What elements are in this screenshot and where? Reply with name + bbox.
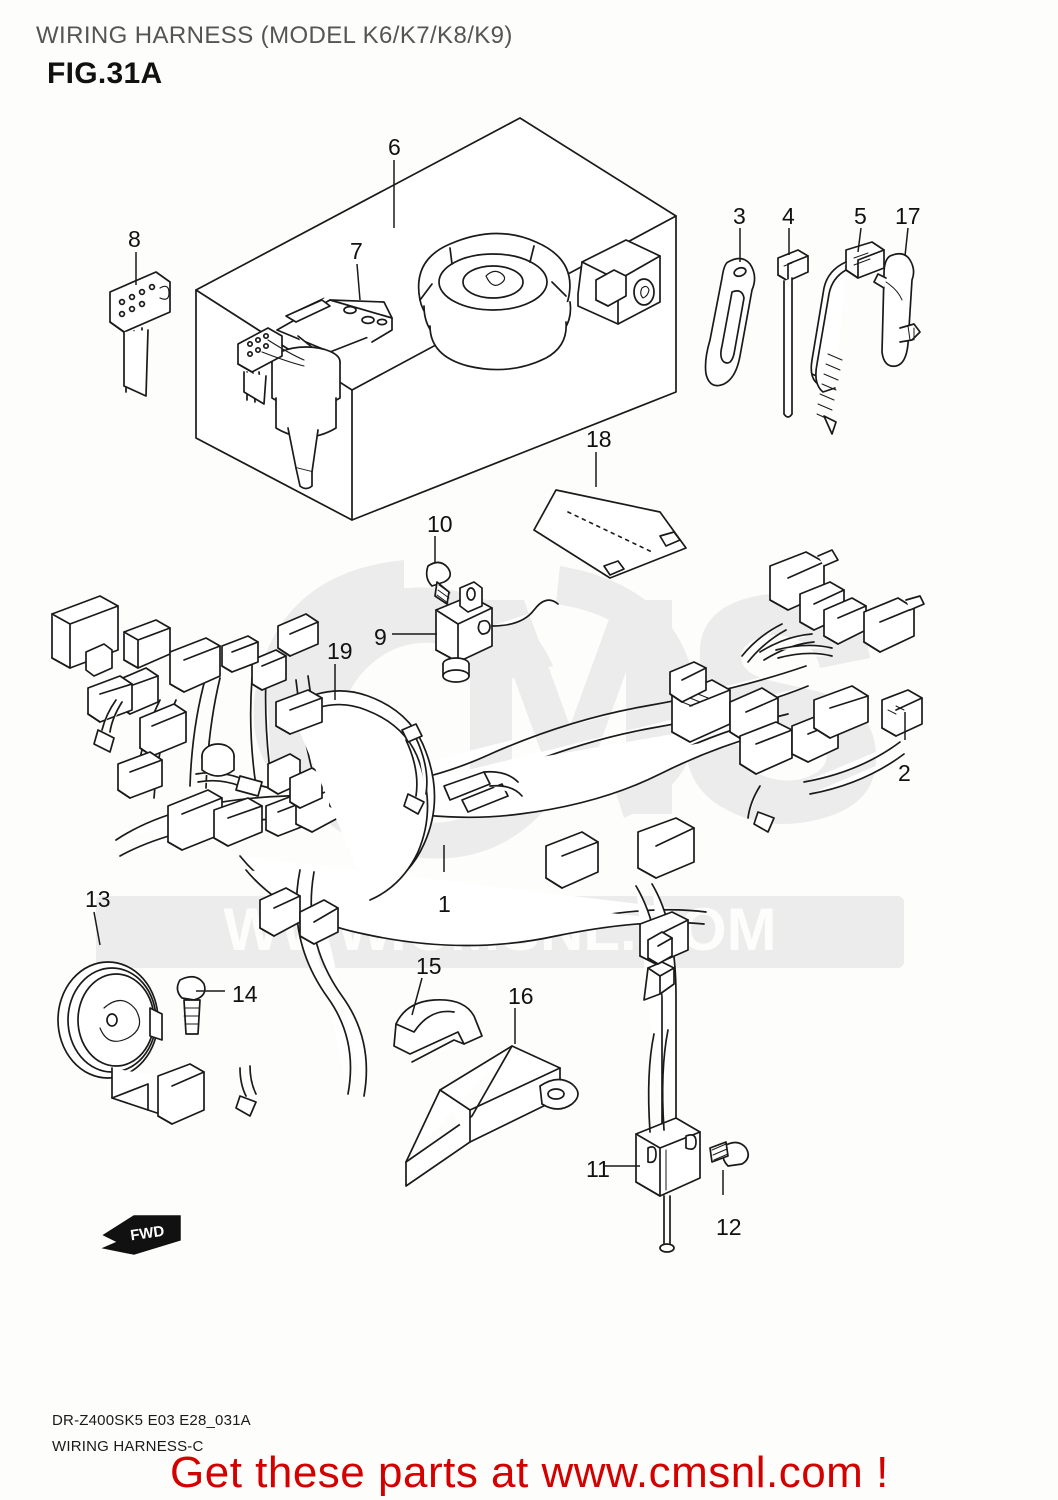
- callout-4: 4: [782, 203, 795, 229]
- leader-line-17: [904, 227, 909, 257]
- callout-2: 2: [898, 760, 911, 786]
- fwd-orientation-marker: FWD: [101, 1215, 181, 1255]
- callout-3: 3: [733, 203, 746, 229]
- fuel-tank-cap: [417, 232, 572, 371]
- callout-9: 9: [374, 624, 387, 650]
- callout-18: 18: [586, 426, 612, 452]
- leader-line-5: [857, 227, 862, 253]
- part-16-bracket-stay: [405, 1045, 579, 1187]
- leader-line-15: [411, 977, 423, 1016]
- part-9-sensor-switch: [435, 581, 559, 683]
- part-11-side-stand-switch: [635, 931, 701, 1253]
- callout-14: 14: [232, 981, 258, 1007]
- callout-5: 5: [854, 203, 867, 229]
- leader-line-7: [356, 263, 361, 301]
- part-8-key-blank: [109, 271, 171, 397]
- figure-number: FIG.31A: [47, 57, 163, 90]
- part-5-cable-tie-large: [810, 241, 885, 435]
- callout-15: 15: [416, 953, 442, 979]
- callout-8: 8: [128, 226, 141, 252]
- part-10-bolt-sensor: [425, 561, 452, 605]
- part-2-connector-coupler: [881, 689, 923, 737]
- part-1-wiring-harness-main: [51, 549, 925, 1137]
- section-name: WIRING HARNESS-C: [52, 1438, 204, 1455]
- seat-lock: [577, 239, 661, 325]
- callout-10: 10: [427, 511, 453, 537]
- callout-19: 19: [327, 638, 353, 664]
- part-15-cover-cap: [393, 998, 483, 1063]
- callout-17: 17: [895, 203, 921, 229]
- part-4-cable-tie-small: [777, 249, 809, 418]
- diagram-subtitle: WIRING HARNESS (MODEL K6/K7/K8/K9): [36, 22, 513, 49]
- part-18-plate-mat: [533, 489, 687, 579]
- fwd-label: FWD: [129, 1223, 165, 1245]
- part-7-ignition-switch-assembly: [237, 297, 393, 490]
- callout-13: 13: [85, 886, 111, 912]
- promo-banner: Get these parts at www.cmsnl.com !: [170, 1448, 889, 1497]
- part-3-harness-clamp: [704, 257, 756, 387]
- callout-leader-lines: [93, 160, 909, 1195]
- leader-line-13: [93, 911, 101, 946]
- callout-7: 7: [350, 238, 363, 264]
- callout-6: 6: [388, 134, 401, 160]
- model-code: DR-Z400SK5 E03 E28_031A: [52, 1412, 251, 1429]
- part-17-clamp-with-connector: [873, 252, 921, 368]
- part-19-sub-wire-lead: [275, 689, 436, 901]
- part-13-horn: [57, 961, 205, 1125]
- callout-11: 11: [586, 1156, 610, 1182]
- part-12-screw-side-stand-switch: [709, 1141, 750, 1167]
- callout-16: 16: [508, 983, 534, 1009]
- part-14-bolt-horn: [176, 975, 206, 1035]
- callout-1: 1: [438, 891, 451, 917]
- callout-12: 12: [716, 1214, 742, 1240]
